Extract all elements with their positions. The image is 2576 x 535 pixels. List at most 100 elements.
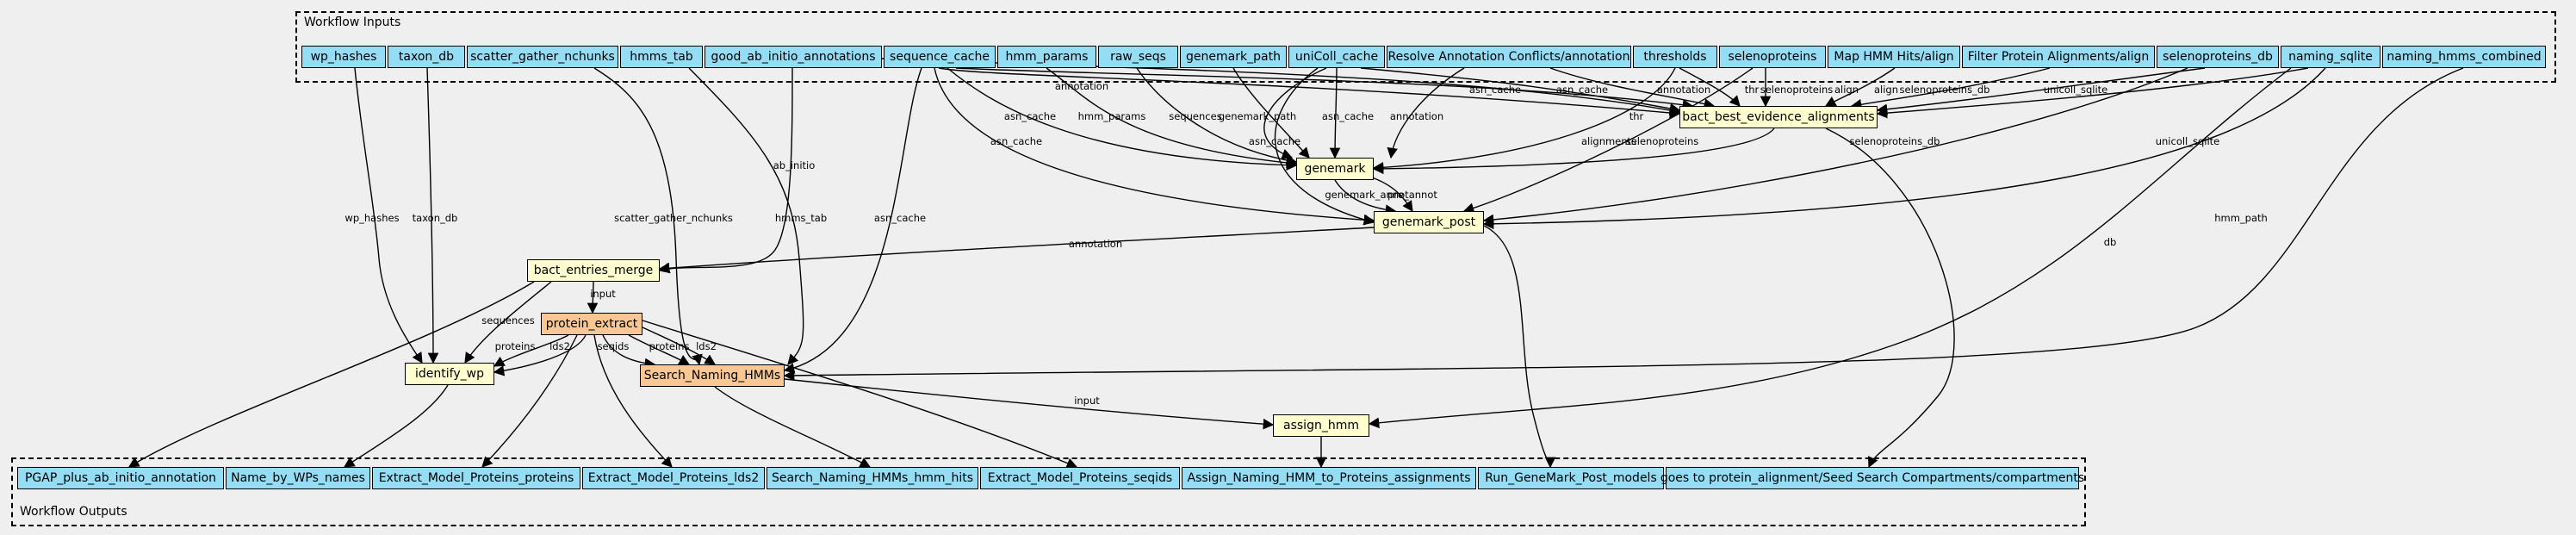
input-scatter-gather-nchunks-label: scatter_gather_nchunks — [470, 50, 615, 64]
input-resolve-annotation-conflicts[interactable]: Resolve Annotation Conflicts/annotation — [1387, 46, 1631, 68]
input-thresholds[interactable]: thresholds — [1633, 46, 1717, 68]
input-resolve-annotation-conflicts-label: Resolve Annotation Conflicts/annotation — [1387, 50, 1630, 64]
edge-unicoll-cache-genemark-post — [1274, 67, 1375, 226]
edge-protein-extract-search-naming-lds2 — [642, 327, 717, 365]
edge-selenoproteins-genemark-post — [1462, 67, 1754, 214]
input-map-hmm-hits-align[interactable]: Map HMM Hits/align — [1828, 46, 1960, 68]
edge-protein-extract-search-naming-proteins — [628, 334, 691, 365]
input-raw-seqs[interactable]: raw_seqs — [1098, 46, 1178, 68]
output-extract-model-proteins-seqids-label: Extract_Model_Proteins_seqids — [987, 471, 1173, 485]
input-naming-hmms-combined[interactable]: naming_hmms_combined — [2382, 46, 2546, 68]
input-wp-hashes[interactable]: wp_hashes — [301, 46, 386, 68]
input-selenoproteins[interactable]: selenoproteins — [1719, 46, 1826, 68]
edge-hmms-tab-search-naming-label: hmms_tab — [775, 212, 827, 224]
edge-genemark-post-run-genemark-output — [1483, 225, 1556, 469]
workflow-inputs-label: Workflow Inputs — [304, 16, 401, 29]
edge-protein-extract-search-naming-lds2-label: lds2 — [696, 340, 717, 352]
edge-selenoproteins-bact-best-label: selenoproteins — [1760, 84, 1834, 96]
input-good-ab-initio-annotations[interactable]: good_ab_initio_annotations — [705, 46, 882, 68]
edge-genemark-genemark-post-pre-annot-label: pre_annot — [1387, 189, 1437, 201]
step-assign-hmm-label: assign_hmm — [1283, 419, 1359, 432]
edge-selenoproteins-db-genemark-post — [1482, 67, 2188, 226]
output-pgap-plus-ab-initio-annotation[interactable]: PGAP_plus_ab_initio_annotation — [17, 467, 224, 489]
edge-identify-wp-names-output — [343, 384, 449, 468]
step-bact-best-evidence-alignments[interactable]: bact_best_evidence_alignments — [1679, 106, 1878, 128]
edge-search-naming-assign-hmm-label: input — [1074, 395, 1100, 407]
edge-protein-extract-identify-wp-lds2 — [493, 334, 587, 376]
edge-sequence-cache-asn-cache-genemark-post-label: asn_cache — [990, 135, 1042, 147]
input-selenoproteins-db[interactable]: selenoproteins_db — [2157, 46, 2279, 68]
edge-sequence-cache-asn-cache-bact-best-label: asn_cache — [1469, 84, 1521, 96]
output-run-genemark-post-models-label: Run_GeneMark_Post_models — [1485, 471, 1657, 485]
input-filter-protein-alignments-align[interactable]: Filter Protein Alignments/align — [1962, 46, 2155, 68]
subworkflow-search-naming-hmms[interactable]: Search_Naming_HMMs — [640, 364, 785, 387]
input-hmms-tab-label: hmms_tab — [630, 50, 693, 64]
input-selenoproteins-label: selenoproteins — [1728, 50, 1817, 64]
edge-ab-initio-bact-entries-merge-label: ab_initio — [773, 159, 816, 171]
output-search-naming-hmms-hmm-hits[interactable]: Search_Naming_HMMs_hmm_hits — [767, 467, 978, 489]
input-hmm-params[interactable]: hmm_params — [997, 46, 1096, 68]
edge-hmm-params-genemark — [1046, 67, 1298, 169]
output-name-by-wps-names[interactable]: Name_by_WPs_names — [226, 467, 370, 489]
edge-genemark-post-bact-entries-merge — [658, 227, 1375, 274]
step-genemark[interactable]: genemark — [1296, 158, 1374, 180]
edge-protein-extract-search-naming-seqids — [602, 334, 656, 370]
edge-genemark-path-genemark-label: genemark_path — [1219, 110, 1296, 122]
subworkflow-protein-extract[interactable]: protein_extract — [541, 313, 642, 335]
edge-resolve-annotation-genemark-label: annotation — [1390, 110, 1443, 122]
edge-map-hmm-align-bact-best — [1824, 67, 1896, 107]
edge-bact-best-genemark-alignments-label: alignments — [1581, 135, 1636, 147]
edge-filter-protein-align-bact-best-label: align — [1874, 84, 1898, 96]
edge-protein-extract-seqids-output — [642, 320, 1078, 469]
edge-genemark-path-genemark — [1232, 67, 1310, 159]
edge-naming-sqlite-genemark-post — [1482, 67, 2326, 230]
output-extract-model-proteins-proteins-label: Extract_Model_Proteins_proteins — [378, 471, 574, 485]
input-filter-protein-alignments-align-label: Filter Protein Alignments/align — [1967, 50, 2150, 64]
input-thresholds-label: thresholds — [1643, 50, 1707, 64]
output-extract-model-proteins-seqids[interactable]: Extract_Model_Proteins_seqids — [980, 467, 1180, 489]
step-bact-best-evidence-alignments-label: bact_best_evidence_alignments — [1682, 110, 1875, 124]
edge-hmms-tab-search-naming — [688, 67, 804, 365]
edge-protein-extract-identify-wp-proteins-label: proteins — [495, 340, 536, 352]
input-taxon-db[interactable]: taxon_db — [388, 46, 465, 68]
edge-bact-entries-merge-identify-wp-label: sequences — [481, 314, 534, 327]
subworkflow-search-naming-hmms-label: Search_Naming_HMMs — [643, 369, 781, 383]
output-assign-naming-hmm-assignments[interactable]: Assign_Naming_HMM_to_Proteins_assignment… — [1182, 467, 1476, 489]
input-sequence-cache[interactable]: sequence_cache — [884, 46, 996, 68]
input-naming-sqlite[interactable]: naming_sqlite — [2281, 46, 2380, 68]
input-hmms-tab[interactable]: hmms_tab — [620, 46, 703, 68]
output-seed-search-compartments[interactable]: goes to protein_alignment/Seed Search Co… — [1660, 467, 2084, 489]
edge-search-naming-hmm-hits-output — [714, 386, 872, 468]
edge-bact-best-genemark-alignments — [1372, 128, 1775, 175]
edge-unicoll-cache-genemark-asn-label: asn_cache — [1322, 110, 1374, 122]
edge-unicoll-cache-genemark-asn — [1329, 67, 1341, 159]
input-naming-sqlite-label: naming_sqlite — [2288, 50, 2373, 64]
edge-hmm-params-genemark-label: hmm_params — [1078, 110, 1146, 122]
step-bact-entries-merge[interactable]: bact_entries_merge — [527, 259, 660, 282]
output-extract-model-proteins-lds2[interactable]: Extract_Model_Proteins_lds2 — [582, 467, 765, 489]
edge-naming-sqlite-genemark-post-label: unicoll_sqlite — [2156, 135, 2220, 147]
edge-bact-entries-merge-pgap-output — [127, 281, 535, 468]
step-assign-hmm[interactable]: assign_hmm — [1273, 414, 1369, 437]
edge-naming-sqlite-bact-best-label: unicoll_sqlite — [2044, 84, 2108, 96]
edge-unicoll-cache-bact-best — [1360, 67, 1681, 115]
input-scatter-gather-nchunks[interactable]: scatter_gather_nchunks — [467, 46, 618, 68]
edge-protein-extract-search-naming-proteins-label: proteins — [649, 340, 690, 352]
edge-taxon-db-identify-wp — [426, 67, 439, 364]
step-genemark-post[interactable]: genemark_post — [1374, 211, 1484, 233]
input-genemark-path[interactable]: genemark_path — [1180, 46, 1287, 68]
edge-genemark-post-bact-entries-merge-label: annotation — [1069, 238, 1122, 250]
edge-resolve-annotation-bact-best-label: annotation — [1657, 84, 1710, 96]
input-unicoll-cache[interactable]: uniColl_cache — [1288, 46, 1385, 68]
edge-protein-extract-identify-wp-proteins — [493, 334, 569, 367]
step-identify-wp[interactable]: identify_wp — [405, 363, 494, 385]
output-extract-model-proteins-proteins[interactable]: Extract_Model_Proteins_proteins — [372, 467, 580, 489]
edge-protein-extract-proteins-output — [481, 334, 578, 468]
edge-resolve-annotation-genemark — [1387, 67, 1465, 159]
edge-bact-entries-merge-identify-wp — [464, 281, 552, 364]
edge-taxon-db-identify-wp-label: taxon_db — [413, 212, 458, 224]
output-run-genemark-post-models[interactable]: Run_GeneMark_Post_models — [1478, 467, 1664, 489]
input-naming-hmms-combined-label: naming_hmms_combined — [2387, 50, 2542, 64]
